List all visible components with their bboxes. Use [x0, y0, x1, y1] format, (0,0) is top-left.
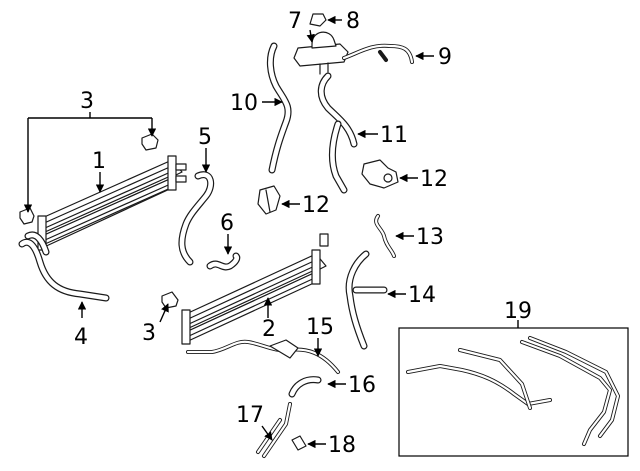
- inset-box-19: [398, 327, 629, 457]
- callout-6: 6: [220, 211, 234, 236]
- callout-18: 18: [328, 433, 356, 458]
- hose-5: [178, 171, 215, 266]
- oil-cooler-lower: [181, 233, 329, 345]
- hose-11: [317, 72, 358, 194]
- callout-10: 10: [230, 91, 258, 116]
- cap-8: [309, 13, 327, 27]
- callout-13: 13: [416, 225, 444, 250]
- leader-17: [261, 425, 273, 441]
- hose-16: [288, 376, 322, 398]
- clip-18: [291, 435, 307, 451]
- valve-12-right: [361, 159, 399, 189]
- callout-3-lower: 3: [142, 321, 156, 346]
- callout-3: 3: [80, 89, 94, 114]
- bracket-upper-left: [19, 207, 35, 225]
- callout-12-left: 12: [302, 193, 330, 218]
- callout-4: 4: [74, 325, 88, 350]
- valve-12-left: [257, 185, 281, 215]
- hose-4: [18, 231, 110, 302]
- leader-3b: [159, 303, 169, 323]
- callout-19: 19: [504, 299, 532, 324]
- callout-14: 14: [408, 283, 436, 308]
- callout-1: 1: [92, 149, 106, 174]
- hose-14: [345, 250, 388, 350]
- callout-12-right: 12: [420, 167, 448, 192]
- callout-9: 9: [438, 45, 452, 70]
- hose-6: [206, 252, 241, 271]
- callout-5: 5: [198, 125, 212, 150]
- callout-17: 17: [236, 403, 264, 428]
- leader-7: [306, 29, 315, 43]
- oil-cooler-upper: [37, 155, 187, 251]
- hose-9: [342, 43, 414, 64]
- pipe-15: [186, 339, 340, 374]
- bracket-upper-right: [141, 133, 159, 151]
- hose-10: [266, 42, 292, 174]
- bracket-lower: [161, 291, 179, 309]
- reservoir-7: [293, 31, 349, 75]
- callout-2: 2: [262, 317, 276, 342]
- callout-8: 8: [346, 9, 360, 34]
- callout-7: 7: [288, 9, 302, 34]
- callout-11: 11: [380, 123, 408, 148]
- hose-13: [374, 214, 396, 258]
- callout-15: 15: [306, 315, 334, 340]
- callout-16: 16: [348, 373, 376, 398]
